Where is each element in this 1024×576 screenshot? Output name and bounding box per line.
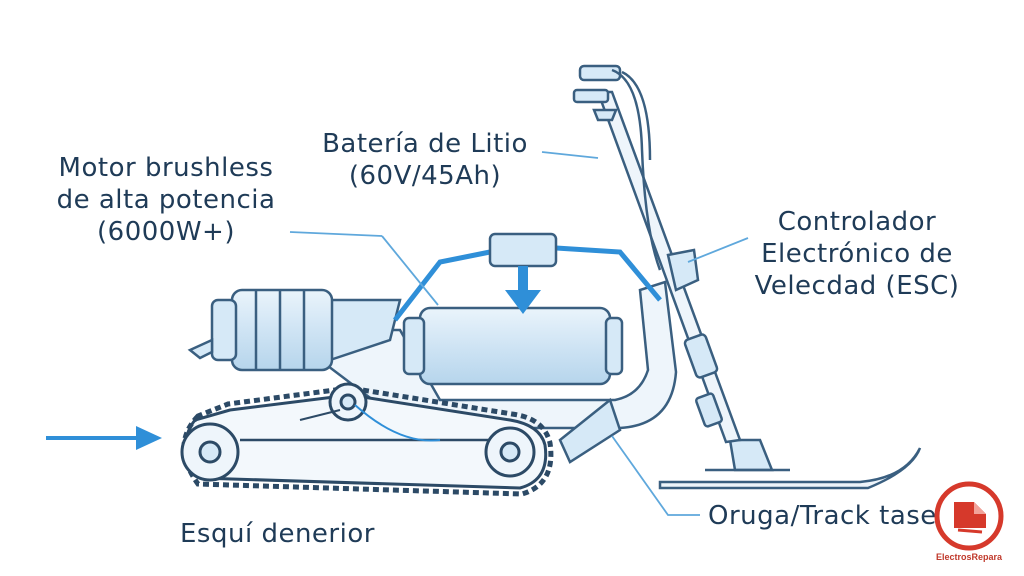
rear-track bbox=[180, 382, 554, 497]
motor-label-line2: de alta potencia bbox=[56, 185, 276, 215]
main-frame bbox=[318, 280, 678, 464]
controller-label-line1: Controlador bbox=[777, 207, 937, 237]
front-ski bbox=[658, 438, 922, 490]
motor-label-line3: (6000W+) bbox=[97, 217, 235, 247]
battery bbox=[402, 306, 624, 386]
brand-logo: ElectrosRepara bbox=[930, 480, 1008, 572]
battery-label: Batería de Litio (60V/45Ah) bbox=[300, 128, 550, 192]
leader-lines bbox=[289, 151, 749, 516]
controller-label-line2: Electrónico de bbox=[761, 239, 953, 269]
motor bbox=[187, 288, 334, 372]
input-arrow bbox=[46, 426, 162, 450]
brand-logo-text: ElectrosRepara bbox=[935, 552, 1003, 562]
controller-wiring bbox=[354, 232, 662, 442]
controller-label: Controlador Electrónico de Velecdad (ESC… bbox=[742, 206, 972, 302]
motor-label-line1: Motor brushless bbox=[58, 153, 274, 183]
motor-label: Motor brushless de alta potencia (6000W+… bbox=[46, 152, 286, 248]
ski-label: Esquí denerior bbox=[180, 519, 375, 549]
steering-column bbox=[572, 64, 742, 444]
controller-label-line3: Velecdad (ESC) bbox=[754, 271, 960, 301]
track-label: Oruga/Track tasero bbox=[708, 501, 964, 531]
brand-logo-icon bbox=[934, 481, 1004, 551]
battery-label-line1: Batería de Litio bbox=[322, 129, 528, 159]
battery-label-line2: (60V/45Ah) bbox=[348, 161, 502, 191]
